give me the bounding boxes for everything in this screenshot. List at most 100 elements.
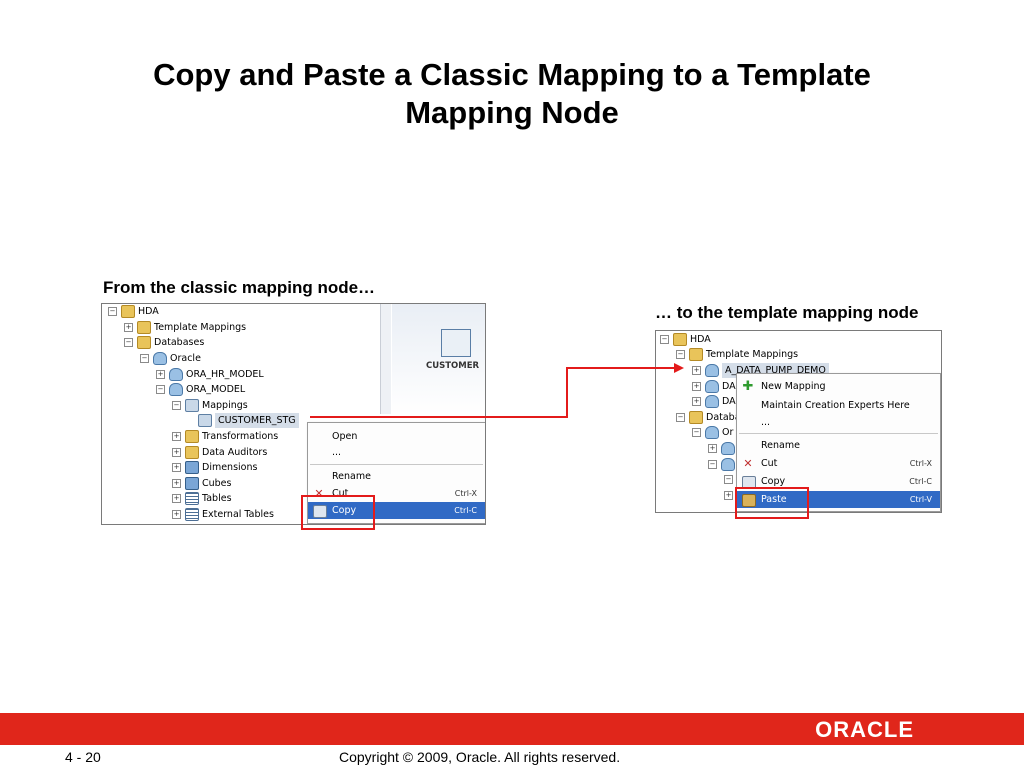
- menu-item-shortcut: Ctrl-X: [454, 489, 477, 498]
- mapping-icon: [198, 414, 212, 427]
- tree-node-data-auditors[interactable]: + Data Auditors: [172, 445, 267, 460]
- tree-node-hda[interactable]: −HDA: [108, 304, 159, 319]
- tree-node-label: Data Auditors: [202, 447, 268, 458]
- tree-node-label: Transformations: [202, 431, 279, 442]
- menu-item-maintain-creation-experts[interactable]: Maintain Creation Experts Here: [737, 397, 940, 414]
- menu-item-more[interactable]: ...: [737, 414, 940, 431]
- tree-node-label: ORA_HR_MODEL: [186, 369, 264, 380]
- menu-item-label: ...: [332, 447, 342, 458]
- expand-icon[interactable]: +: [692, 397, 701, 406]
- tree-node-transformations[interactable]: + Transformations: [172, 429, 278, 444]
- menu-item-shortcut: Ctrl-X: [909, 459, 932, 468]
- tables-icon: [185, 492, 199, 505]
- collapse-icon[interactable]: −: [660, 335, 669, 344]
- tree-node-ora-hr-model[interactable]: + ORA_HR_MODEL: [156, 367, 264, 382]
- tree-node-label: Databases: [154, 337, 205, 348]
- tree-node-template-mappings[interactable]: − Template Mappings: [676, 347, 798, 362]
- collapse-icon[interactable]: −: [676, 350, 685, 359]
- database-icon: [705, 426, 719, 439]
- collapse-icon[interactable]: −: [140, 354, 149, 363]
- tree-node-dimensions[interactable]: +Dimensions: [172, 460, 257, 475]
- tree-node-label: ORA_MODEL: [186, 384, 246, 395]
- expand-icon[interactable]: +: [708, 444, 717, 453]
- menu-item-rename[interactable]: Rename: [308, 468, 485, 485]
- expand-icon[interactable]: +: [692, 382, 701, 391]
- menu-item-cut[interactable]: ✕ Cut Ctrl-X: [737, 455, 940, 472]
- expand-icon[interactable]: +: [156, 370, 165, 379]
- tree-node-child-1[interactable]: +: [708, 441, 738, 456]
- folder-icon: [689, 348, 703, 361]
- expand-icon[interactable]: +: [172, 432, 181, 441]
- collapse-icon[interactable]: −: [124, 338, 133, 347]
- expand-icon[interactable]: +: [724, 491, 733, 500]
- tree-node-external-tables[interactable]: +External Tables: [172, 507, 274, 522]
- page-number: 4 - 20: [65, 749, 101, 765]
- menu-separator: [739, 433, 938, 434]
- tree-scrollbar[interactable]: [380, 304, 391, 414]
- right-screenshot: −HDA −Template Mappings +A_DATA_PUMP_DEM…: [655, 330, 942, 513]
- collapse-icon[interactable]: −: [676, 413, 685, 422]
- tree-node-mappings[interactable]: − Mappings: [172, 398, 248, 413]
- tree-node-databases[interactable]: − Databases: [124, 335, 204, 350]
- left-screenshot: CUSTOMER −HDA +Template Mappings −Databa…: [101, 303, 486, 525]
- collapse-icon[interactable]: −: [156, 385, 165, 394]
- tree-node-databases[interactable]: − Databa: [676, 410, 741, 425]
- slide-title-line-2: Mapping Node: [405, 95, 619, 130]
- module-icon: [169, 383, 183, 396]
- external-tables-icon: [185, 508, 199, 521]
- tree-node-da-2[interactable]: +DA: [692, 394, 736, 409]
- expand-icon[interactable]: +: [172, 448, 181, 457]
- menu-item-label: Rename: [332, 471, 371, 482]
- tree-node-label: DA: [722, 381, 736, 392]
- tree-node-template-mappings[interactable]: +Template Mappings: [124, 320, 246, 335]
- collapse-icon[interactable]: −: [692, 428, 701, 437]
- tree-node-customer-stg[interactable]: CUSTOMER_STG: [198, 413, 299, 428]
- tree-node-label: Databa: [706, 412, 741, 423]
- menu-item-label: Copy: [761, 476, 786, 487]
- cubes-icon: [185, 477, 199, 490]
- menu-item-label: Cut: [761, 458, 778, 469]
- collapse-icon[interactable]: −: [172, 401, 181, 410]
- cut-icon: ✕: [314, 487, 324, 500]
- tree-node-tables[interactable]: +Tables: [172, 491, 232, 506]
- connector-line-horizontal-1: [310, 416, 568, 418]
- collapse-icon[interactable]: −: [708, 460, 717, 469]
- expand-icon[interactable]: +: [172, 479, 181, 488]
- tree-node-hda[interactable]: −HDA: [660, 332, 711, 347]
- expand-icon[interactable]: +: [172, 510, 181, 519]
- menu-item-shortcut: Ctrl-V: [909, 495, 932, 504]
- oracle-logo: ORACLE: [815, 717, 914, 742]
- right-caption: … to the template mapping node: [655, 303, 919, 322]
- paste-icon: [742, 494, 756, 507]
- menu-item-more[interactable]: ...: [308, 444, 485, 461]
- footer-bar: ORACLE: [0, 713, 1024, 745]
- expand-icon[interactable]: +: [172, 463, 181, 472]
- menu-item-rename[interactable]: Rename: [737, 437, 940, 454]
- tree-node-label: Template Mappings: [706, 349, 799, 360]
- tree-node-or[interactable]: −Or: [692, 425, 733, 440]
- cut-icon: ✕: [743, 457, 753, 470]
- tree-node-oracle[interactable]: −Oracle: [140, 351, 201, 366]
- dimensions-icon: [185, 461, 199, 474]
- expand-icon[interactable]: +: [692, 366, 701, 375]
- context-menu: ✚New Mapping Maintain Creation Experts H…: [736, 373, 941, 512]
- menu-item-new-mapping[interactable]: ✚New Mapping: [737, 378, 940, 395]
- collapse-icon[interactable]: −: [108, 307, 117, 316]
- tree-node-cubes[interactable]: +Cubes: [172, 476, 231, 491]
- tree-node-ora-model[interactable]: − ORA_MODEL: [156, 382, 245, 397]
- tree-node-label: Mappings: [202, 400, 248, 411]
- menu-item-open[interactable]: Open: [308, 428, 485, 445]
- expand-icon[interactable]: +: [172, 494, 181, 503]
- folder-icon: [673, 333, 687, 346]
- collapse-icon[interactable]: −: [724, 475, 733, 484]
- tree-node-da-1[interactable]: + DA: [692, 379, 736, 394]
- tree-node-child-2[interactable]: −: [708, 457, 738, 472]
- expand-icon[interactable]: +: [124, 323, 133, 332]
- menu-item-label: ...: [761, 417, 771, 428]
- customer-table-icon: [441, 329, 471, 357]
- module-icon: [705, 395, 719, 408]
- copy-icon: [313, 505, 327, 518]
